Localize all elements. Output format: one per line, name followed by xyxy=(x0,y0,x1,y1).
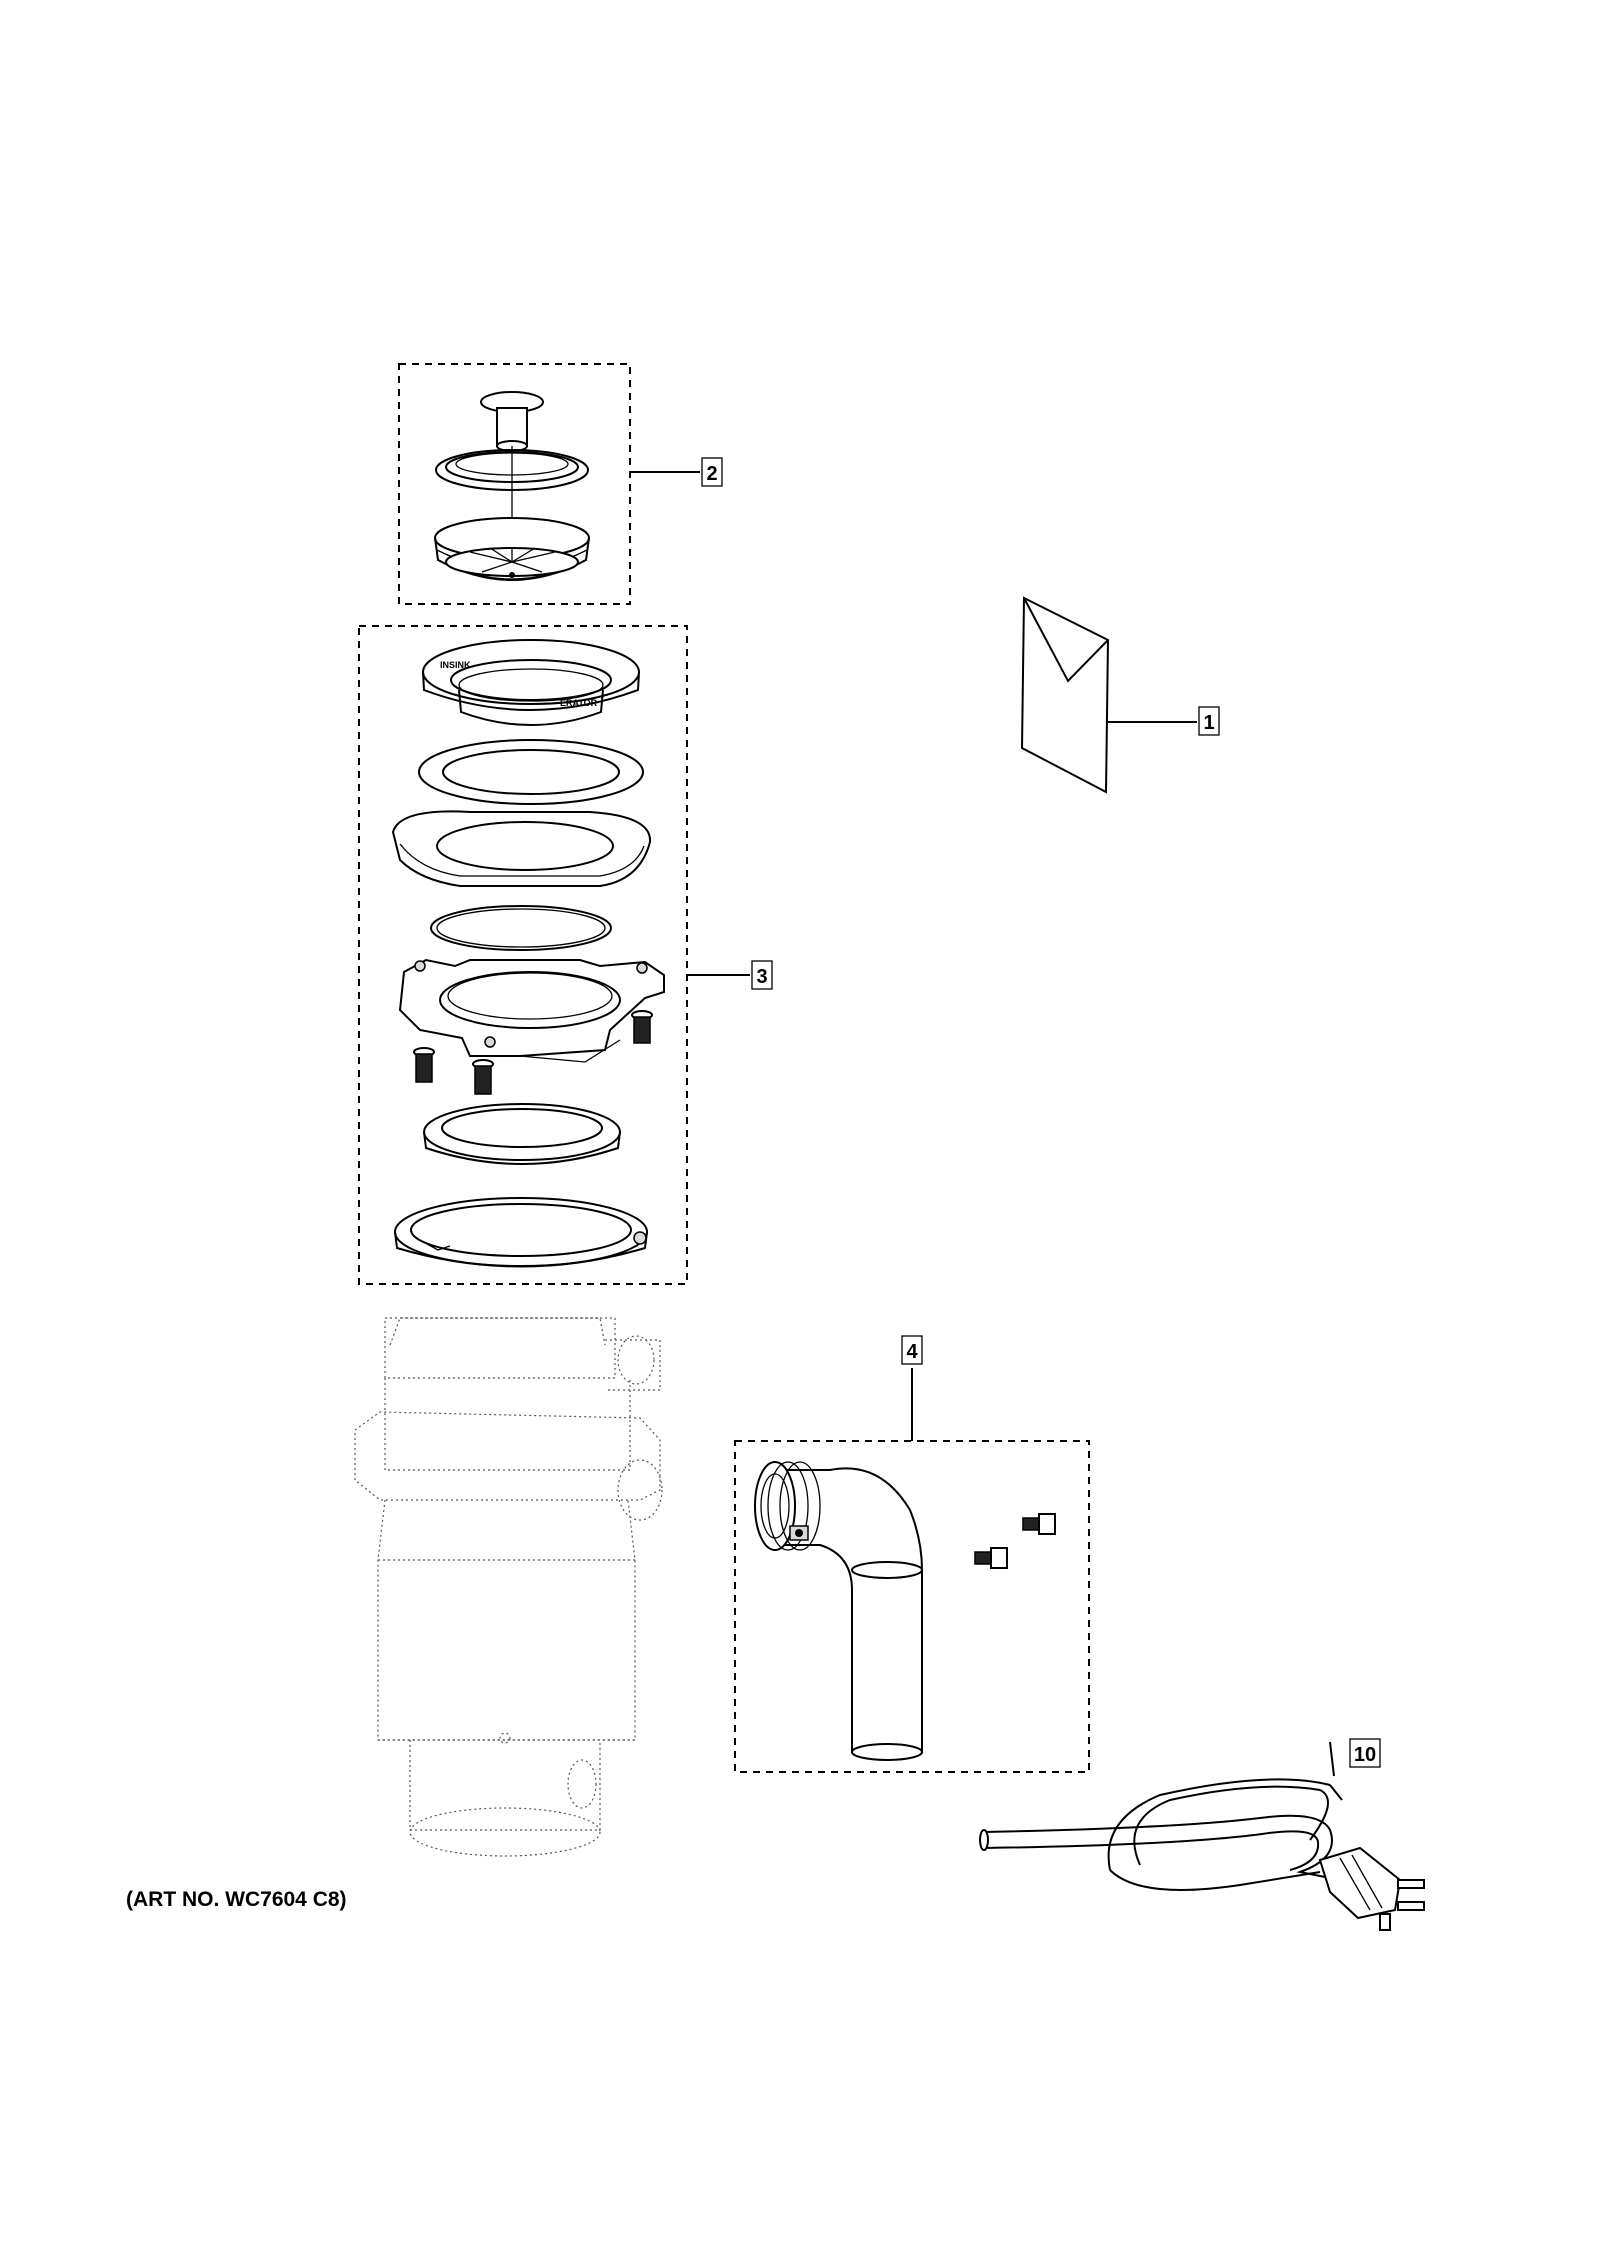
mounting-screw xyxy=(472,1059,494,1095)
mounting-screw xyxy=(413,1047,435,1083)
svg-text:3: 3 xyxy=(756,966,767,988)
part-group-3-mounting-assembly: INSINK ERATOR xyxy=(358,625,750,1285)
svg-text:4: 4 xyxy=(906,1341,918,1363)
disposer-body-ghost xyxy=(354,1317,663,1857)
part-10-power-cord xyxy=(979,1741,1425,1931)
svg-text:10: 10 xyxy=(1354,1744,1376,1766)
callout-10: 10 xyxy=(1349,1738,1381,1768)
svg-text:1: 1 xyxy=(1203,712,1214,734)
svg-text:INSINK: INSINK xyxy=(440,660,471,670)
art-number: (ART NO. WC7604 C8) xyxy=(126,1888,347,1911)
part-group-4-discharge-tube xyxy=(734,1368,1090,1773)
discharge-bolt xyxy=(974,1547,1008,1569)
mounting-screw xyxy=(631,1010,653,1044)
callout-1: 1 xyxy=(1198,706,1220,736)
callout-4: 4 xyxy=(901,1335,923,1365)
svg-text:ERATOR: ERATOR xyxy=(560,698,598,708)
part-group-2-stopper-strainer xyxy=(398,363,700,605)
discharge-bolt xyxy=(1022,1513,1056,1535)
part-1-literature-packet xyxy=(1020,596,1197,794)
svg-text:2: 2 xyxy=(706,463,717,485)
callout-3: 3 xyxy=(751,960,773,990)
callout-2: 2 xyxy=(701,457,723,487)
